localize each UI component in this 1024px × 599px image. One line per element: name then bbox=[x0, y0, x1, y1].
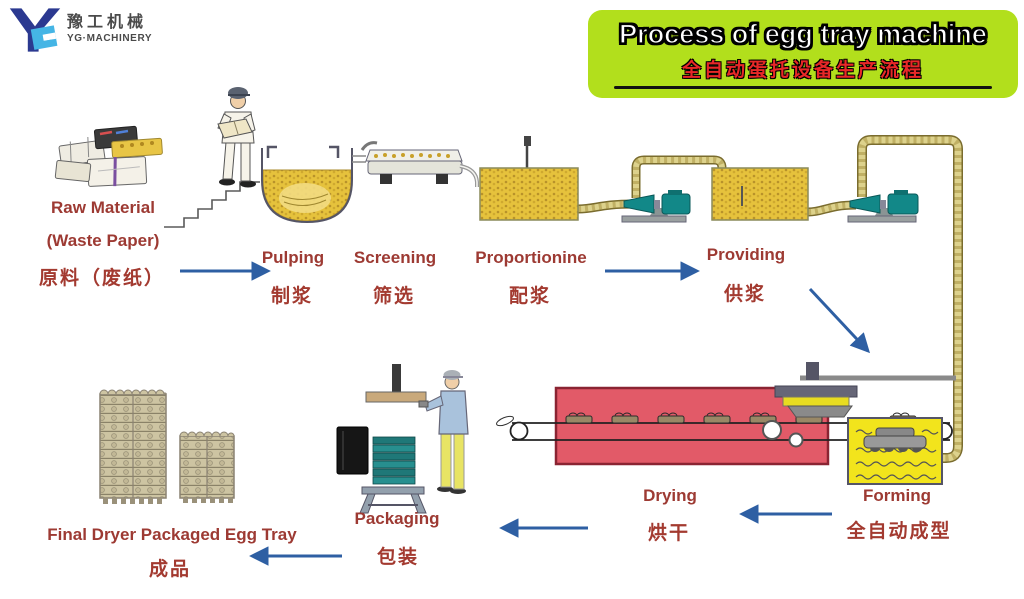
yg-logo-icon bbox=[9, 8, 61, 52]
flow-arrows bbox=[180, 261, 870, 566]
label-packaging-en: Packaging bbox=[354, 509, 440, 528]
label-proportionine-zh: 配浆 bbox=[508, 286, 552, 307]
waste-paper-illustration bbox=[54, 125, 163, 187]
title-banner: Process of egg tray machine 全自动蛋托设备生产流程 bbox=[588, 10, 1018, 98]
label-drying-en: Drying bbox=[643, 486, 697, 505]
label-forming-zh: 全自动成型 bbox=[846, 521, 952, 542]
label-packaging-zh: 包装 bbox=[376, 547, 420, 568]
packaging-illustration bbox=[336, 364, 469, 514]
screening-machine-illustration bbox=[360, 141, 479, 187]
pulping-tank-illustration bbox=[261, 145, 366, 224]
packaging-worker bbox=[418, 370, 469, 494]
banner-subtitle: 全自动蛋托设备生产流程 bbox=[681, 60, 924, 81]
label-final-product-en: Final Dryer Packaged Egg Tray bbox=[47, 525, 297, 544]
logo-english-name: YG·MACHINERY bbox=[67, 33, 153, 45]
tray-stack-teal bbox=[372, 436, 416, 485]
banner-underline bbox=[613, 86, 993, 89]
label-screening-zh: 筛选 bbox=[372, 286, 416, 307]
label-drying-zh: 烘干 bbox=[647, 523, 691, 544]
banner-title: Process of egg tray machine bbox=[619, 18, 988, 49]
forming-machine-illustration bbox=[762, 362, 956, 485]
label-pulping-en: Pulping bbox=[261, 248, 325, 267]
label-proportionine-en: Proportionine bbox=[475, 248, 587, 267]
label-pulping-zh: 制浆 bbox=[270, 286, 314, 307]
label-raw-material-en: Raw Material bbox=[51, 198, 155, 217]
pulp-pump-2 bbox=[847, 190, 919, 223]
pulp-pump-1 bbox=[621, 190, 691, 223]
label-providing-en: Providing bbox=[706, 245, 786, 264]
supply-tank-illustration bbox=[711, 167, 809, 221]
proportioning-tank-illustration bbox=[479, 136, 579, 221]
label-providing-zh: 供浆 bbox=[723, 284, 767, 305]
label-screening-en: Screening bbox=[353, 248, 437, 267]
label-raw-material-zh: 原料（废纸） bbox=[38, 268, 166, 289]
company-logo: 豫工机械 YG·MACHINERY bbox=[8, 6, 152, 54]
label-raw-material-en2: (Waste Paper) bbox=[46, 231, 160, 250]
label-final-product-zh: 成品 bbox=[148, 559, 192, 580]
arrow-providing-to-forming bbox=[808, 287, 870, 354]
finished-tray-stacks-illustration bbox=[99, 389, 235, 504]
worker-stairs-illustration bbox=[164, 87, 260, 228]
logo-chinese-name: 豫工机械 bbox=[67, 14, 148, 32]
label-forming-en: Forming bbox=[863, 486, 931, 505]
